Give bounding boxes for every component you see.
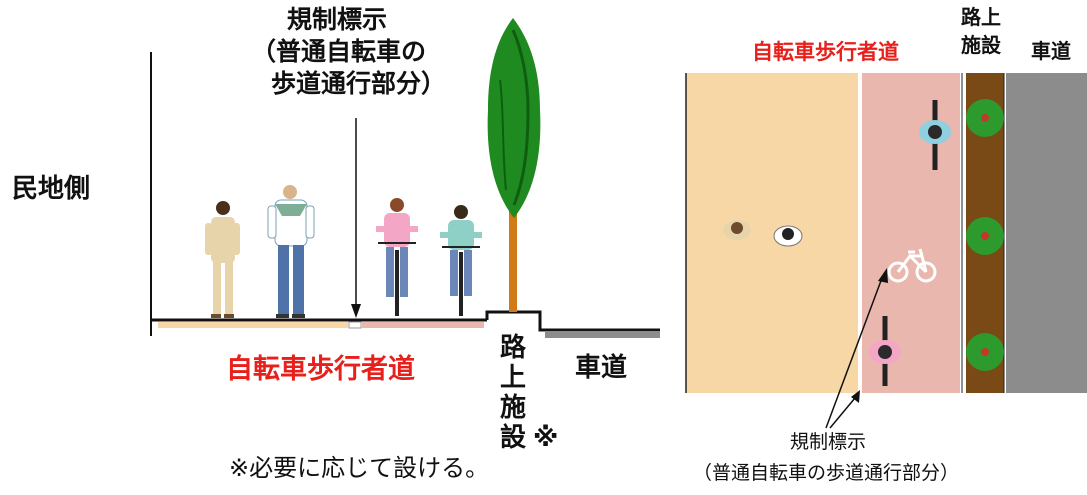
plan-sign-label-line2: （普通自転車の歩道通行部分） [693, 462, 960, 484]
person-walking-icon [723, 220, 751, 240]
cyclist-icon [440, 205, 482, 316]
cyclist-icon [919, 100, 951, 170]
sign-arrow-head [878, 268, 888, 283]
pedestrian-zone [686, 73, 858, 393]
sign-arrow-head [351, 304, 361, 318]
bicycle-marking-icon [887, 248, 937, 283]
person-walking-icon [773, 225, 803, 247]
path-label: 自転車歩行者道 [226, 354, 415, 385]
plan-path-label: 自転車歩行者道 [752, 40, 899, 64]
facility-char-3: 施 [500, 393, 527, 423]
sign-arrow-line [829, 397, 856, 429]
sign-label-line3: 歩道通行部分） [271, 69, 447, 98]
sign-label-line1: 規制標示 [287, 5, 388, 34]
roadway [1006, 73, 1087, 393]
plan-road-label: 車道 [1031, 39, 1071, 63]
facility-char-2: 上 [500, 363, 527, 393]
facility-char-4: 設 [500, 423, 527, 453]
sign-label-line2: （普通自転車の [251, 37, 427, 66]
tree-icon [487, 18, 541, 312]
footnote: ※必要に応じて設ける。 [229, 454, 490, 482]
sign-arrow-head [851, 390, 860, 403]
pedestrian-zone-strip [158, 322, 348, 328]
person-walking-icon [205, 201, 240, 318]
shrub-icon [966, 99, 1004, 137]
plan-sign-label-line1: 規制標示 [790, 431, 867, 453]
side-label: 民地側 [12, 174, 91, 204]
facility-char-1: 路 [500, 333, 527, 363]
shrub-icon [966, 217, 1004, 255]
road-surface-strip [545, 331, 660, 338]
plan-facility-label-line1: 路上 [961, 5, 1001, 29]
sign-marker [348, 321, 362, 329]
plan-facility-label-line2: 施設 [961, 33, 1001, 57]
person-walking-icon [267, 185, 315, 318]
road-label: 車道 [575, 353, 628, 383]
cyclist-icon [869, 316, 901, 386]
curb-step [485, 310, 660, 332]
cyclist-icon [376, 198, 418, 316]
sign-arrow-line [825, 277, 883, 429]
bicycle-zone-strip [362, 322, 484, 328]
facility-mark: ※ [533, 423, 559, 453]
shrub-icon [966, 333, 1004, 371]
